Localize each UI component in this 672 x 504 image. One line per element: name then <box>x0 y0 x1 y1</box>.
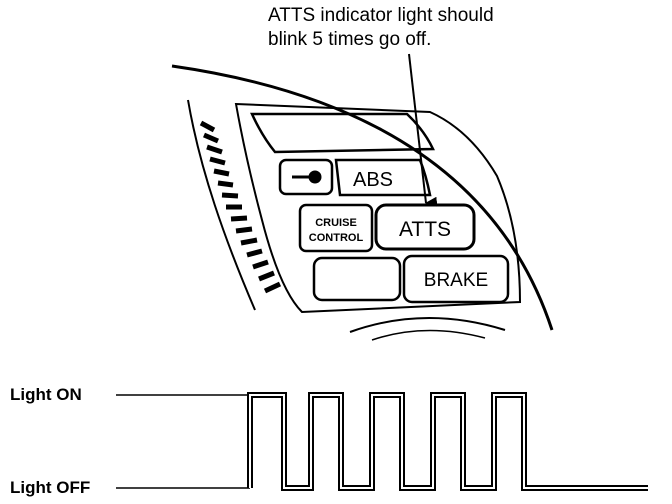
blink-pulse-1 <box>250 395 284 488</box>
instruction-caption: ATTS indicator light should blink 5 time… <box>268 4 494 52</box>
brake-label: BRAKE <box>424 270 488 291</box>
brake-lamp <box>402 254 510 304</box>
pointer-arrow <box>408 53 438 207</box>
light-on-label: Light ON <box>10 385 82 404</box>
bottom-dial-arc-inner <box>371 329 486 341</box>
key-lamp <box>278 158 334 196</box>
blink-pulse-3 <box>372 395 402 488</box>
caption-line-1: ATTS indicator light should <box>268 5 494 26</box>
blink-pulse-5 <box>494 395 524 488</box>
bottom-dial-arc <box>349 317 506 333</box>
cruise-label-line-2: CONTROL <box>309 232 364 244</box>
cruise-control-lamp <box>298 203 374 253</box>
top-blank-lamp <box>250 112 435 154</box>
blink-pulse-4 <box>433 395 463 488</box>
caption-line-2: blink 5 times go off. <box>268 29 432 50</box>
light-off-label: Light OFF <box>10 478 91 497</box>
blink-waveform <box>247 392 648 491</box>
waveform-inner-stroke <box>249 394 648 489</box>
bottom-blank-lamp <box>312 256 402 302</box>
cluster-inner-arc <box>187 99 256 311</box>
indicator-lamps <box>250 112 510 304</box>
cluster-outer-arc <box>171 64 554 331</box>
gauge-tick-marks <box>199 120 282 294</box>
abs-label: ABS <box>353 169 393 191</box>
key-icon <box>292 170 322 184</box>
atts-label: ATTS <box>399 218 451 241</box>
blink-pulse-2 <box>311 395 341 488</box>
cruise-label-line-1: CRUISE <box>315 217 357 229</box>
atts-lamp <box>374 203 476 251</box>
indicator-panel-housing <box>234 102 522 314</box>
waveform-outer-stroke <box>247 392 648 491</box>
